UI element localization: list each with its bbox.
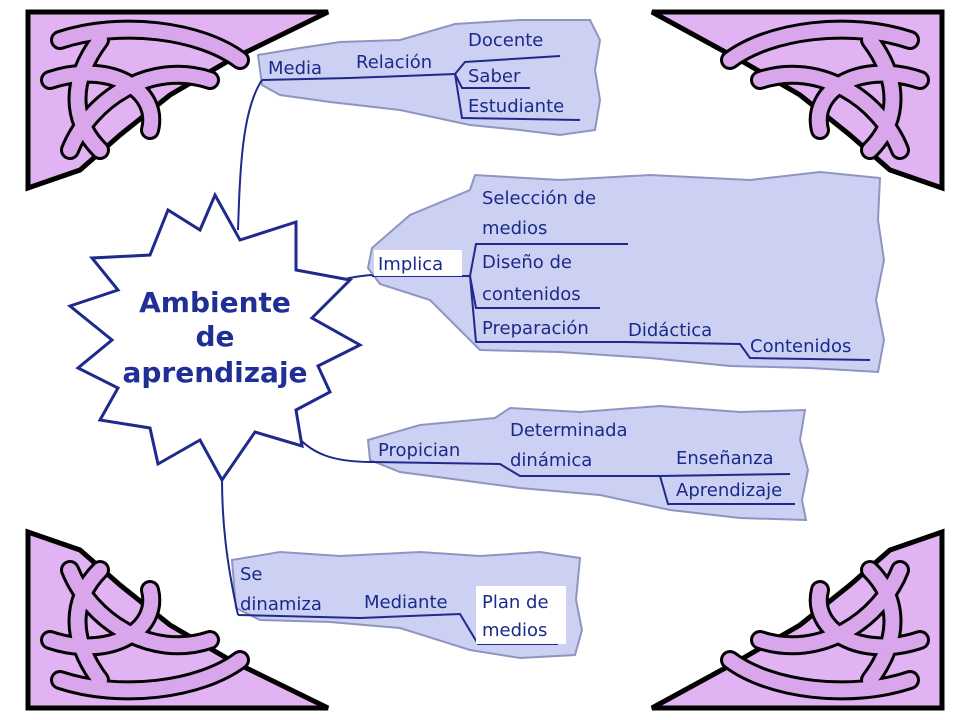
node-plan-highlight (476, 586, 566, 644)
celtic-knot-corner-top-left (25, 9, 330, 192)
node-estudiante: Estudiante (468, 96, 564, 117)
connector-propician (291, 429, 373, 463)
celtic-knot-corner-bottom-right (650, 528, 945, 711)
node-seleccion-line2: medios (482, 218, 547, 239)
line-preparacion (469, 275, 871, 361)
node-media: Media (268, 58, 322, 79)
node-didactica: Didáctica (628, 320, 712, 341)
center-title-line3: aprendizaje (122, 356, 307, 389)
line-estudiante (454, 73, 581, 121)
central-star (66, 191, 364, 483)
node-propician: Propician (378, 440, 460, 461)
node-mediante: Mediante (364, 592, 448, 613)
node-seleccion-line1: Selección de (482, 188, 596, 209)
center-title-line2: de (195, 320, 234, 353)
node-dinamiza: dinamiza (240, 594, 322, 615)
node-contenidos: Contenidos (750, 336, 851, 357)
line-saber (454, 73, 530, 89)
node-preparacion: Preparación (482, 318, 589, 339)
node-implica: Implica (378, 254, 443, 275)
node-relacion: Relación (356, 52, 432, 73)
node-docente: Docente (468, 30, 543, 51)
node-diseno-line1: Diseño de (482, 252, 572, 273)
node-implica-highlight (374, 250, 462, 276)
panel-propician (366, 404, 810, 522)
center-title-line1: Ambiente (139, 286, 291, 319)
line-aprendizaje (659, 475, 795, 505)
node-diseno-line2: contenidos (482, 284, 581, 305)
line-propician (371, 461, 660, 477)
node-determinada-line2: dinámica (510, 450, 592, 471)
celtic-knot-corner-top-right (650, 9, 945, 192)
line-seleccion (469, 243, 628, 277)
panel-implica (366, 170, 886, 374)
node-determinada-line1: Determinada (510, 420, 628, 441)
line-ensenanza (659, 473, 791, 477)
node-se: Se (240, 564, 263, 585)
connector-dinamiza (221, 477, 239, 616)
celtic-knot-corner-bottom-left (25, 528, 330, 711)
node-ensenanza: Enseñanza (676, 448, 774, 469)
connector-media (237, 79, 263, 231)
panel-media (256, 19, 602, 137)
node-aprendizaje: Aprendizaje (676, 480, 782, 501)
node-saber: Saber (468, 66, 521, 87)
node-plan-line2: medios (482, 620, 547, 641)
line-diseno (469, 275, 600, 309)
node-plan-line1: Plan de (482, 592, 549, 613)
